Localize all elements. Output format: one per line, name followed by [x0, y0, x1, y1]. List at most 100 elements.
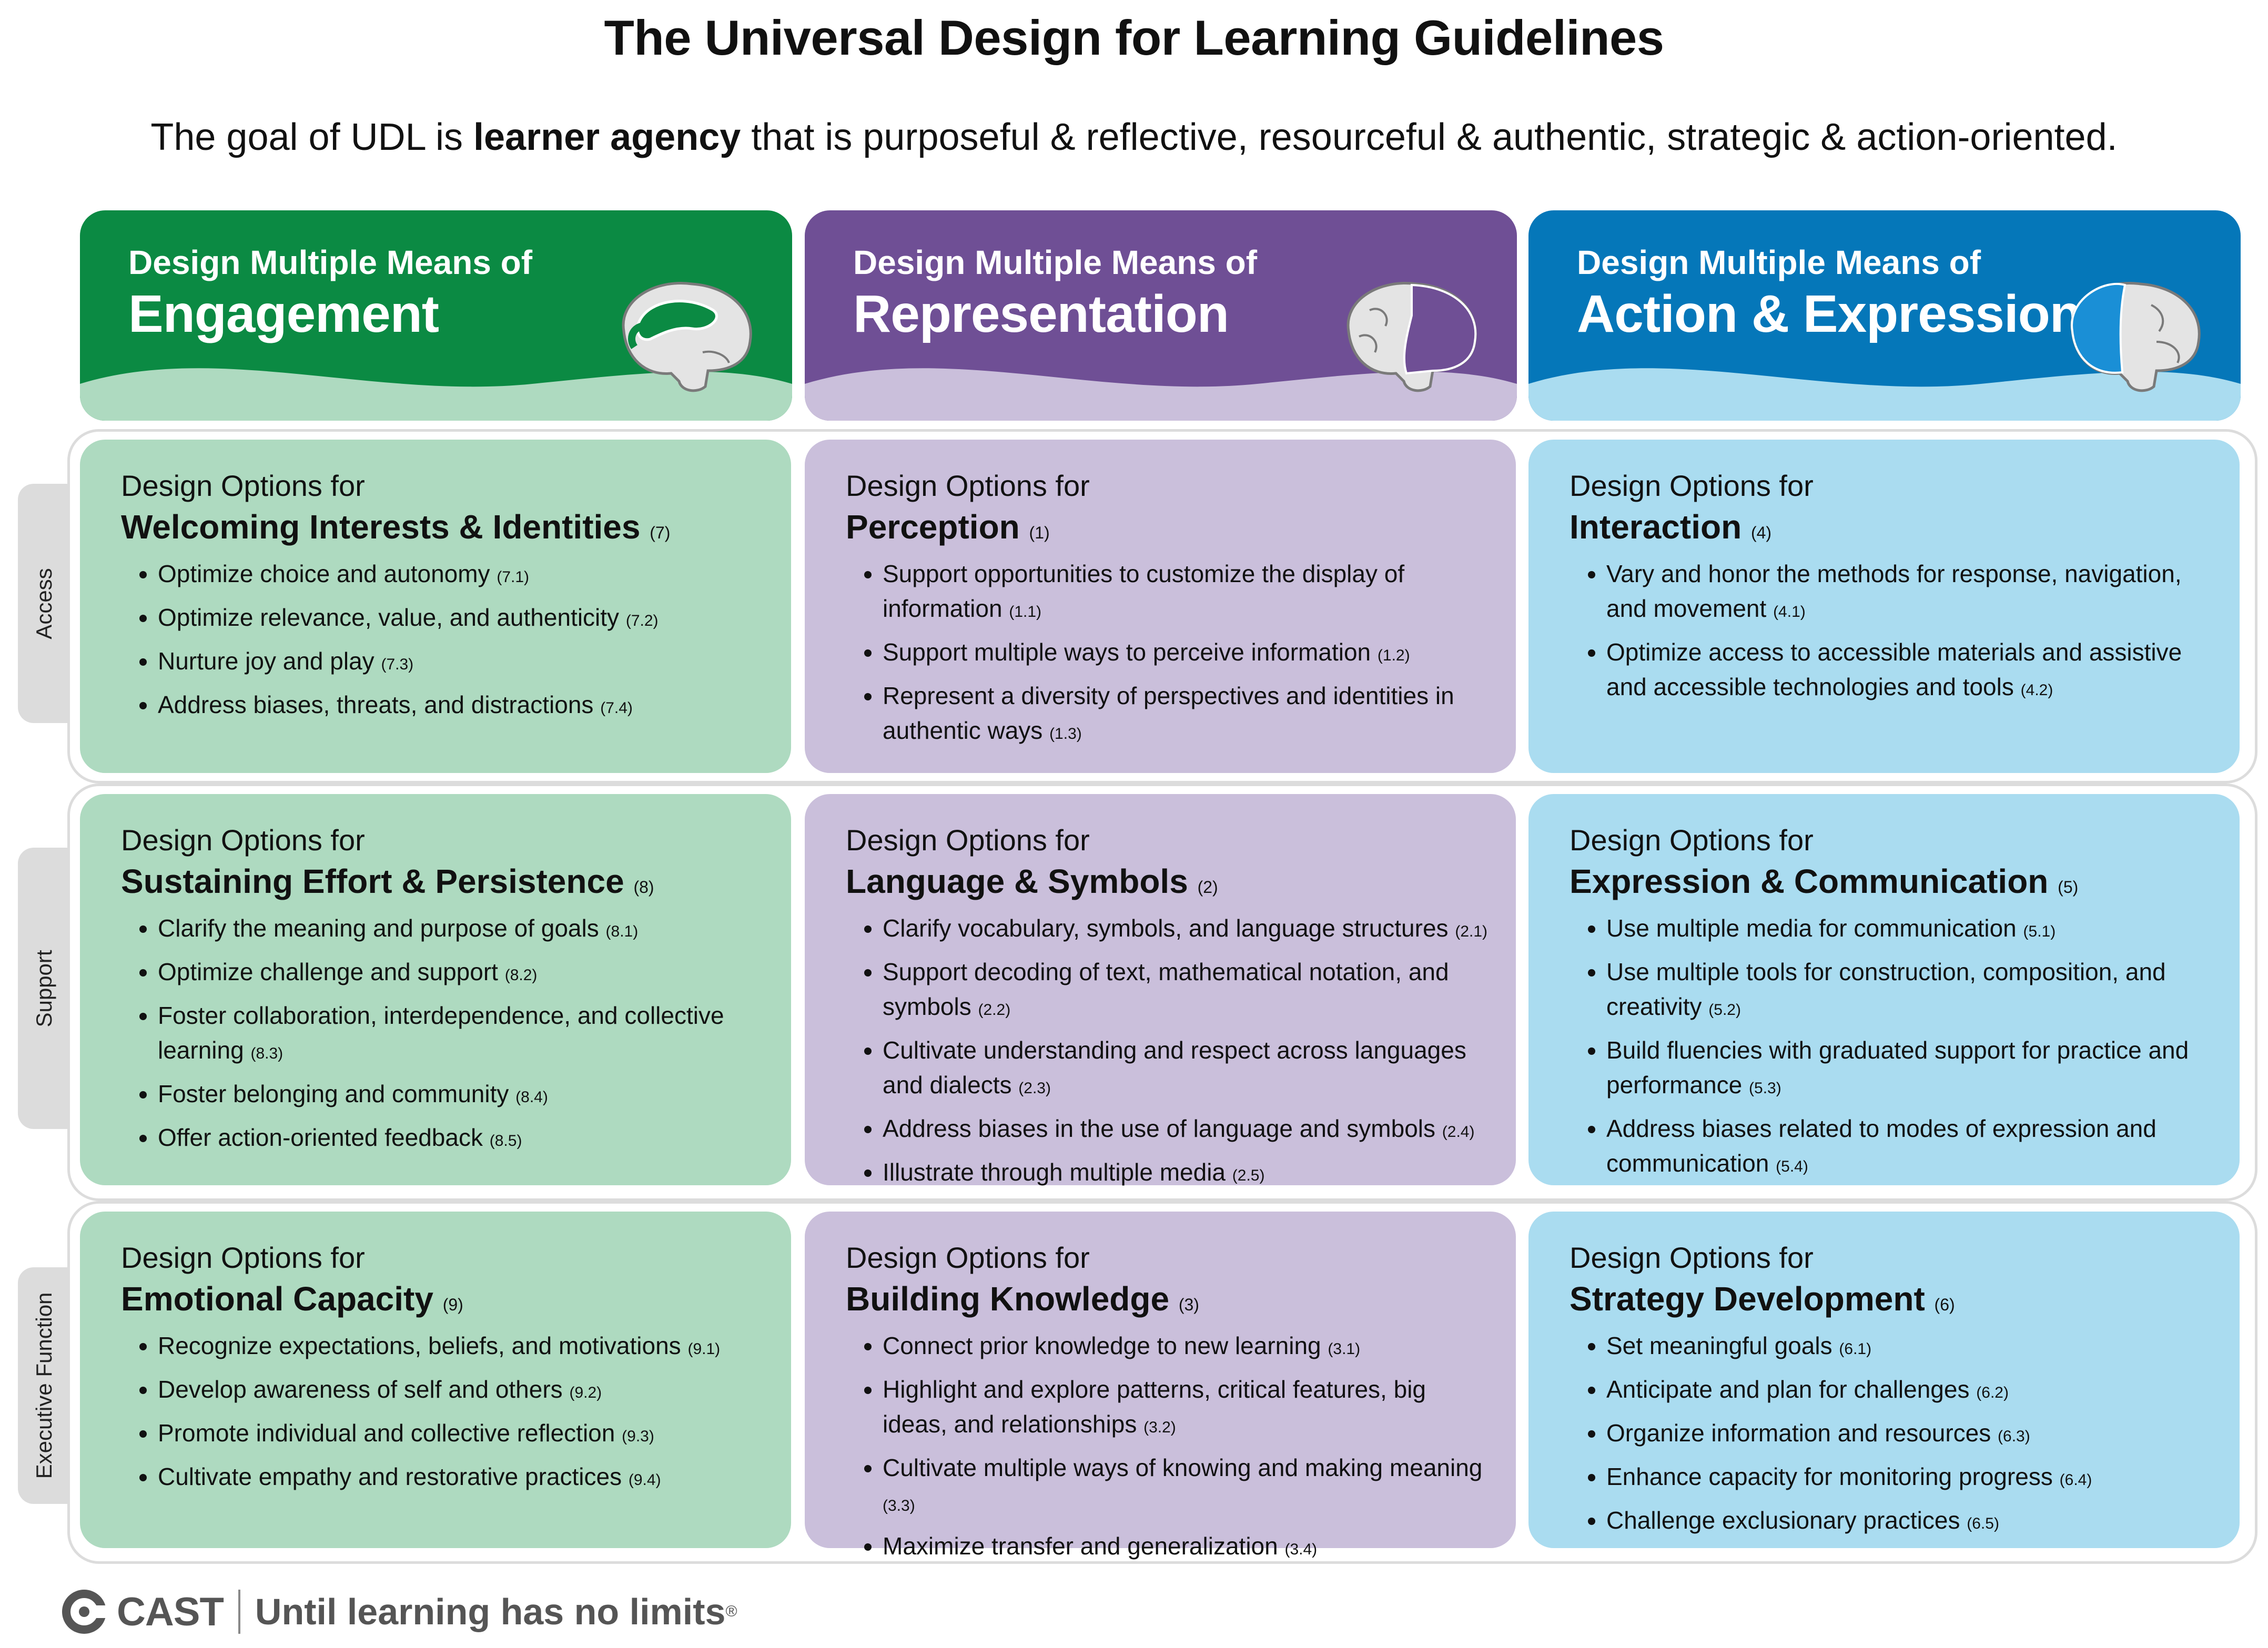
item-ref: (4.2) [2020, 681, 2053, 699]
cell-prefix: Design Options for [121, 469, 365, 502]
item-text: Set meaningful goals [1606, 1331, 1832, 1359]
item-text: Represent a diversity of perspectives an… [883, 681, 1454, 744]
item-ref: (5.4) [1776, 1157, 1808, 1175]
list-item: Use multiple media for communication (5.… [1606, 911, 2219, 949]
list-item: Illustrate through multiple media (2.5) [883, 1155, 1495, 1193]
cell-prefix: Design Options for [121, 823, 365, 857]
cell-heading: Language & Symbols (2) [846, 860, 1495, 903]
list-item: Cultivate understanding and respect acro… [883, 1033, 1495, 1106]
list-item: Build fluencies with graduated support f… [1606, 1033, 2219, 1106]
cell-heading-text: Emotional Capacity [121, 1279, 433, 1318]
cell-heading-text: Sustaining Effort & Persistence [121, 862, 624, 900]
row-label: Access [32, 567, 56, 639]
footer-logo: CAST Until learning has no limits® [59, 1583, 737, 1641]
cell-language-symbols: Design Options for Language & Symbols (2… [805, 794, 1516, 1186]
brand-tagline: Until learning has no limits [255, 1591, 726, 1632]
item-ref: (9.4) [628, 1471, 661, 1489]
item-text: Support multiple ways to perceive inform… [883, 638, 1371, 666]
header-wave-representation [805, 210, 1517, 421]
item-ref: (8.1) [605, 922, 639, 940]
cell-prefix: Design Options for [846, 823, 1090, 857]
list-item: Support opportunities to customize the d… [883, 556, 1495, 629]
brain-icon [1346, 282, 1477, 392]
item-text: Optimize challenge and support [158, 958, 498, 985]
cell-sustaining-effort: Design Options for Sustaining Effort & P… [80, 794, 791, 1185]
guideline-number: (8) [633, 877, 654, 897]
list-item: Support decoding of text, mathematical n… [883, 954, 1495, 1028]
item-ref: (7.4) [600, 699, 633, 717]
cast-logo-icon [62, 1590, 109, 1634]
list-item: Offer action-oriented feedback (8.5) [158, 1120, 770, 1158]
brain-icon [622, 282, 752, 392]
item-text: Optimize relevance, value, and authentic… [158, 603, 620, 631]
consideration-list: Support opportunities to customize the d… [846, 556, 1495, 751]
cell-strategy-development: Design Options for Strategy Development … [1528, 1212, 2240, 1548]
item-ref: (9.2) [569, 1383, 602, 1401]
brain-icon [2070, 282, 2201, 392]
cell-heading: Interaction (4) [1570, 505, 2219, 549]
item-ref: (3.1) [1328, 1340, 1361, 1358]
page-title: The Universal Design for Learning Guidel… [604, 10, 1664, 65]
item-ref: (4.1) [1773, 603, 1806, 620]
list-item: Represent a diversity of perspectives an… [883, 678, 1495, 751]
list-item: Maximize transfer and generalization (3.… [883, 1529, 1495, 1567]
list-item: Cultivate empathy and restorative practi… [158, 1459, 770, 1498]
list-item: Clarify the meaning and purpose of goals… [158, 911, 770, 949]
item-text: Support opportunities to customize the d… [883, 559, 1405, 622]
list-item: Support multiple ways to perceive inform… [883, 635, 1495, 673]
item-text: Promote individual and collective reflec… [158, 1419, 615, 1447]
item-ref: (1.3) [1049, 725, 1082, 742]
item-text: Optimize choice and autonomy [158, 559, 490, 587]
list-item: Address biases, threats, and distraction… [158, 687, 770, 726]
item-text: Connect prior knowledge to new learning [883, 1331, 1321, 1359]
cell-prefix: Design Options for [1570, 469, 1814, 502]
item-ref: (1.1) [1009, 603, 1042, 620]
item-ref: (2.2) [978, 1001, 1011, 1019]
cell-heading: Sustaining Effort & Persistence (8) [121, 860, 770, 903]
list-item: Clarify vocabulary, symbols, and languag… [883, 911, 1495, 949]
list-item: Connect prior knowledge to new learning … [883, 1328, 1495, 1367]
cell-prefix: Design Options for [1570, 823, 1814, 857]
item-text: Nurture joy and play [158, 647, 374, 675]
cell-building-knowledge: Design Options for Building Knowledge (3… [805, 1212, 1516, 1560]
cell-emotional-capacity: Design Options for Emotional Capacity (9… [80, 1212, 791, 1548]
item-text: Offer action-oriented feedback [158, 1123, 483, 1151]
consideration-list: Set meaningful goals (6.1) Anticipate an… [1570, 1328, 2219, 1541]
list-item: Develop awareness of self and others (9.… [158, 1372, 770, 1410]
item-text: Use multiple tools for construction, com… [1606, 958, 2166, 1020]
item-text: Cultivate understanding and respect acro… [883, 1036, 1466, 1098]
item-ref: (9.3) [622, 1427, 654, 1445]
item-text: Optimize access to accessible materials … [1606, 638, 2182, 700]
consideration-list: Connect prior knowledge to new learning … [846, 1328, 1495, 1567]
item-text: Address biases, threats, and distraction… [158, 690, 594, 718]
list-item: Nurture joy and play (7.3) [158, 644, 770, 682]
cell-expression-communication: Design Options for Expression & Communic… [1528, 794, 2240, 1185]
row-tab-access: Access [18, 484, 70, 723]
cell-heading-text: Perception [846, 507, 1020, 546]
list-item: Foster collaboration, interdependence, a… [158, 998, 770, 1071]
list-item: Use multiple tools for construction, com… [1606, 954, 2219, 1028]
list-item: Promote individual and collective reflec… [158, 1416, 770, 1454]
item-text: Foster belonging and community [158, 1080, 509, 1107]
guideline-number: (1) [1029, 523, 1050, 542]
item-ref: (9.1) [687, 1340, 721, 1358]
item-text: Address biases related to modes of expre… [1606, 1114, 2156, 1177]
header-wave [80, 368, 792, 421]
cell-interaction: Design Options for Interaction (4) Vary … [1528, 440, 2240, 773]
column-header-action-expression: Design Multiple Means of Action & Expres… [1528, 210, 2241, 421]
item-text: Cultivate multiple ways of knowing and m… [883, 1453, 1483, 1481]
item-ref: (3.2) [1143, 1418, 1176, 1436]
item-ref: (2.4) [1442, 1123, 1475, 1141]
list-item: Optimize relevance, value, and authentic… [158, 600, 770, 638]
item-ref: (7.3) [381, 655, 414, 673]
list-item: Organize information and resources (6.3) [1606, 1416, 2219, 1454]
item-ref: (5.3) [1749, 1079, 1781, 1097]
item-ref: (6.4) [2059, 1471, 2092, 1489]
list-item: Challenge exclusionary practices (6.5) [1606, 1503, 2219, 1541]
item-ref: (8.3) [250, 1044, 284, 1062]
guideline-number: (5) [2058, 877, 2079, 897]
item-ref: (6.5) [1967, 1514, 1999, 1532]
item-text: Vary and honor the methods for response,… [1606, 559, 2182, 622]
list-item: Anticipate and plan for challenges (6.2) [1606, 1372, 2219, 1410]
item-text: Challenge exclusionary practices [1606, 1506, 1960, 1534]
